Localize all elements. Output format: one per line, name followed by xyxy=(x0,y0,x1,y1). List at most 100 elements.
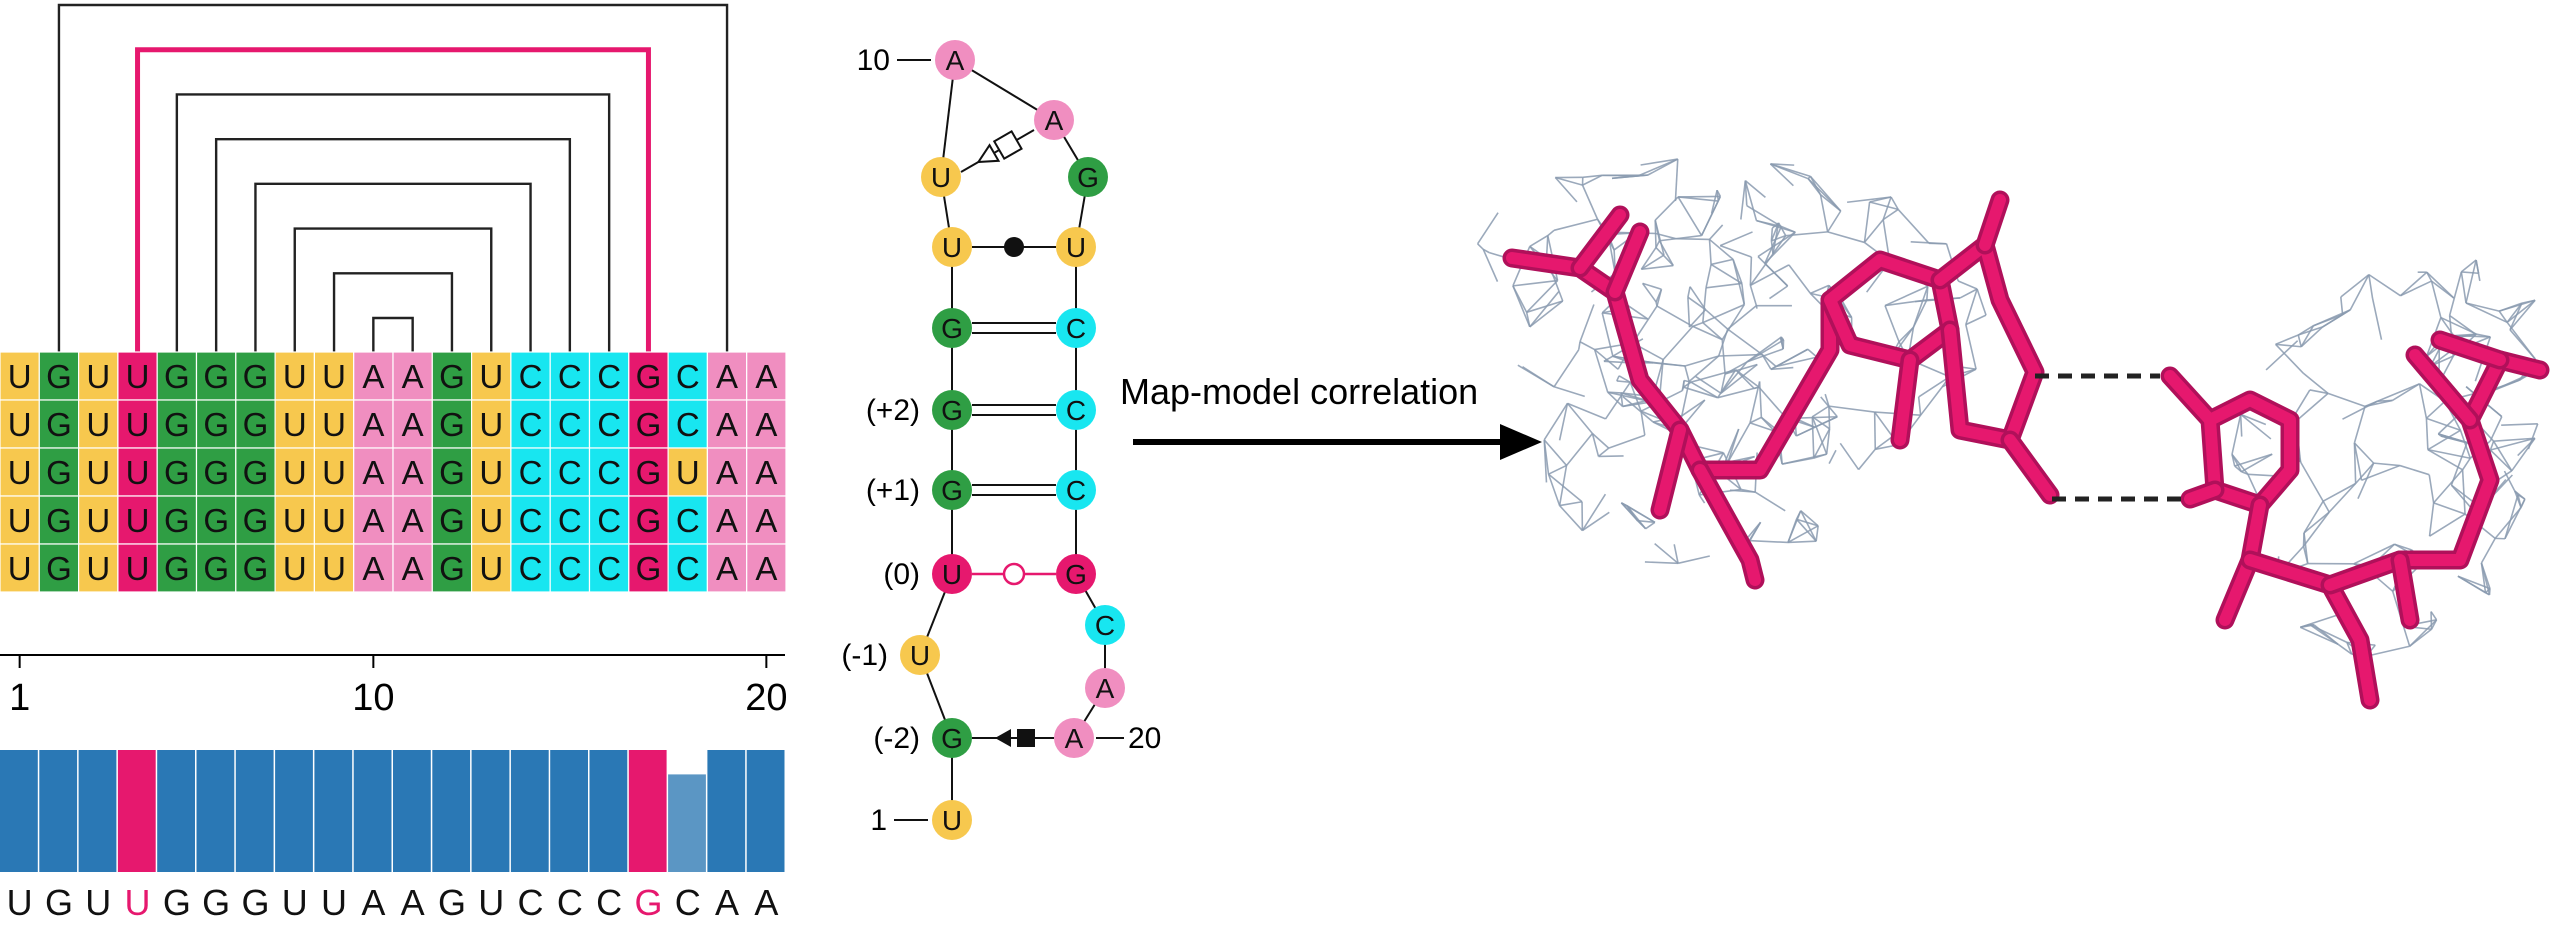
nucleotide-letter: U xyxy=(942,559,962,590)
consensus-base-letter: A xyxy=(715,882,739,920)
density-mesh-edge xyxy=(1760,381,1762,417)
density-mesh-edge xyxy=(1711,259,1733,264)
density-mesh-edge xyxy=(1919,377,1950,397)
axis-tick-label: 20 xyxy=(745,677,787,719)
nucleotide-letter: G xyxy=(1077,162,1099,193)
density-mesh-edge xyxy=(1796,427,1814,436)
density-mesh-edge xyxy=(1523,367,1555,387)
density-mesh-edge xyxy=(1728,329,1762,354)
consensus-base-letter: A xyxy=(754,882,778,920)
density-mesh-edge xyxy=(2341,297,2343,315)
density-mesh-edge xyxy=(1741,181,1745,220)
alignment-base-letter: C xyxy=(676,406,700,443)
alignment-base-letter: U xyxy=(126,550,150,587)
alignment-base-letter: C xyxy=(676,502,700,539)
position-label: 20 xyxy=(1128,722,1161,755)
alignment-base-letter: G xyxy=(46,502,72,539)
alignment-base-letter: U xyxy=(322,406,346,443)
conservation-bar xyxy=(590,750,628,872)
density-mesh-edge xyxy=(1560,502,1582,506)
density-mesh-edge xyxy=(1728,423,1750,462)
pair-arc xyxy=(216,139,570,352)
alignment-base-letter: A xyxy=(362,454,384,491)
arrow-head xyxy=(1500,424,1542,460)
density-mesh-edge xyxy=(2298,335,2301,347)
density-mesh-edge xyxy=(1690,287,1706,310)
alignment-base-letter: G xyxy=(203,502,229,539)
density-mesh-edge xyxy=(1919,397,1921,415)
alignment-base-letter: A xyxy=(362,502,384,539)
density-mesh-edge xyxy=(2276,344,2302,346)
density-mesh-edge xyxy=(1977,289,1986,315)
alignment-base-letter: G xyxy=(439,358,465,395)
density-mesh-edge xyxy=(1513,286,1530,327)
density-mesh-edge xyxy=(1829,450,1836,463)
pair-open-triangle xyxy=(974,145,999,170)
density-mesh-edge xyxy=(1653,363,1685,366)
consensus-base-letter: U xyxy=(282,882,308,920)
alignment-base-letter: U xyxy=(479,358,503,395)
alignment-base-letter: A xyxy=(716,550,738,587)
density-mesh-edge xyxy=(1885,306,1899,342)
consensus-base-letter: G xyxy=(202,882,230,920)
alignment-base-letter: A xyxy=(755,454,777,491)
alignment-base-letter: U xyxy=(283,454,307,491)
density-mesh-edge xyxy=(1755,492,1785,511)
density-mesh-edge xyxy=(2400,281,2431,296)
density-mesh-edge xyxy=(1812,406,1829,417)
density-mesh-edge xyxy=(1582,494,1605,530)
density-mesh-edge xyxy=(1840,443,1858,469)
consensus-base-letter: C xyxy=(596,882,622,920)
density-mesh-edge xyxy=(1771,241,1773,254)
alignment-base-letter: A xyxy=(362,406,384,443)
alignment-base-letter: G xyxy=(203,550,229,587)
density-mesh-edge xyxy=(2463,470,2465,514)
density-mesh-edge xyxy=(1709,225,1722,239)
alignment-base-letter: A xyxy=(755,406,777,443)
alignment-base-letter: A xyxy=(402,550,424,587)
density-mesh-edge xyxy=(1548,230,1554,235)
map-model-arrow: Map-model correlation xyxy=(1120,371,1542,460)
density-mesh-edge xyxy=(1898,209,1929,243)
alignment-base-letter: C xyxy=(676,358,700,395)
alignment-base-letter: C xyxy=(558,454,582,491)
alignment-base-letter: G xyxy=(46,454,72,491)
density-mesh-edge xyxy=(2426,418,2427,449)
conservation-bar xyxy=(629,750,667,872)
alignment-base-letter: G xyxy=(46,550,72,587)
density-mesh-edge xyxy=(1608,392,1621,393)
consensus-base-letter: A xyxy=(401,882,425,920)
base-pair-symbols xyxy=(961,130,1056,747)
base-pair-arcs xyxy=(59,5,727,352)
nucleotide-letter: C xyxy=(1066,313,1086,344)
density-mesh-edge xyxy=(2301,462,2324,501)
model-bond-stick-highlight xyxy=(2010,440,2050,495)
density-mesh-edge xyxy=(2419,384,2426,419)
consensus-base-letter: G xyxy=(634,882,662,920)
density-mesh-edge xyxy=(1750,254,1773,285)
density-mesh-edge xyxy=(1771,228,1772,241)
conservation-bar xyxy=(511,750,549,872)
alignment-base-letter: U xyxy=(86,454,110,491)
nucleotide-model-right xyxy=(2170,340,2540,700)
alignment-base-letter: G xyxy=(164,406,190,443)
tertiary-pair-line xyxy=(961,130,1034,172)
density-mesh-edge xyxy=(2296,393,2328,421)
alignment-base-letter: C xyxy=(597,502,621,539)
pair-arc xyxy=(255,184,530,352)
density-mesh-edge xyxy=(2374,463,2400,465)
alignment-base-letter: U xyxy=(126,502,150,539)
density-mesh-edge xyxy=(2329,483,2355,512)
density-mesh-edge xyxy=(1696,376,1721,393)
pair-arc xyxy=(177,94,609,352)
density-mesh-edge xyxy=(1554,219,1598,230)
alignment-base-letter: C xyxy=(519,550,543,587)
alignment-base-letter: U xyxy=(126,454,150,491)
alignment-base-letter: C xyxy=(519,502,543,539)
density-mesh-edge xyxy=(1655,197,1678,220)
pair-arc xyxy=(59,5,727,352)
density-mesh-edge xyxy=(1554,350,1579,387)
model-bond-stick-highlight xyxy=(1985,200,2000,245)
